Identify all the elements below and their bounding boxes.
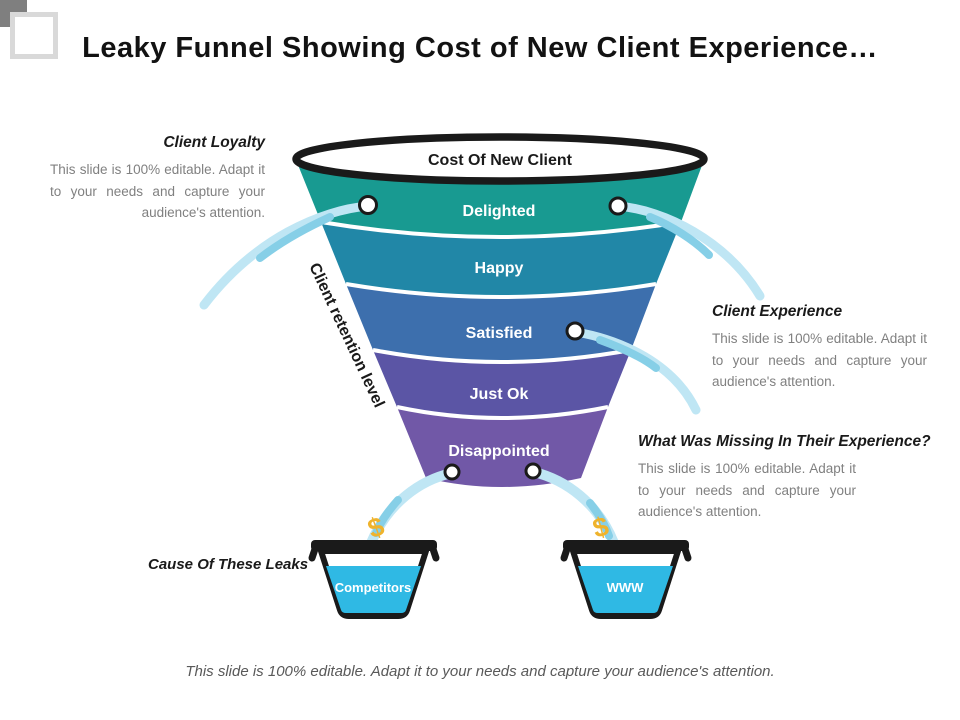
bucket-label-www: WWW bbox=[607, 580, 645, 595]
logo-light-square bbox=[10, 12, 58, 59]
funnel-level-justok bbox=[373, 350, 631, 418]
bucket-www: WWW $ bbox=[560, 511, 692, 619]
bucket-rim-ends bbox=[308, 545, 440, 562]
leak-hole bbox=[608, 196, 628, 216]
leak-hole bbox=[358, 195, 378, 215]
leak-hole bbox=[443, 463, 461, 481]
level-label-happy: Happy bbox=[475, 260, 524, 277]
page-title: Leaky Funnel Showing Cost of New Client … bbox=[82, 32, 878, 65]
dollar-icon: $ bbox=[590, 511, 612, 544]
missing-experience-title: What Was Missing In Their Experience? bbox=[638, 433, 931, 450]
cause-of-leaks-label: Cause Of These Leaks bbox=[148, 556, 309, 573]
bucket-competitors: Competitors $ bbox=[308, 511, 440, 619]
leak-stream bbox=[613, 201, 765, 301]
level-label-justok: Just Ok bbox=[470, 386, 529, 403]
level-label-delighted: Delighted bbox=[463, 203, 536, 220]
level-label-disappointed: Disappointed bbox=[448, 443, 549, 460]
client-loyalty-title: Client Loyalty bbox=[163, 134, 265, 151]
bucket-rim-ends bbox=[560, 545, 692, 562]
footer-note: This slide is 100% editable. Adapt it to… bbox=[185, 663, 775, 680]
bucket-rim bbox=[311, 540, 437, 551]
leak-stream bbox=[372, 496, 402, 537]
band-separators bbox=[320, 220, 682, 420]
client-loyalty-note: Client Loyalty This slide is 100% editab… bbox=[50, 134, 265, 224]
bucket-water bbox=[578, 566, 673, 613]
leak-hole bbox=[565, 321, 585, 341]
funnel-level-happy bbox=[321, 222, 681, 297]
leak-stream bbox=[199, 201, 373, 310]
funnel-level-satisfied bbox=[346, 284, 656, 362]
client-experience-title: Client Experience bbox=[712, 303, 843, 320]
client-loyalty-body: This slide is 100% editable. Adapt it to… bbox=[50, 162, 265, 221]
leak-stream bbox=[646, 213, 713, 259]
leak-hole bbox=[524, 462, 542, 480]
funnel-rim-label: Cost Of New Client bbox=[428, 152, 573, 169]
missing-experience-body: This slide is 100% editable. Adapt it to… bbox=[638, 461, 856, 520]
funnel-body bbox=[296, 160, 704, 487]
level-label-satisfied: Satisfied bbox=[466, 325, 533, 342]
bucket-label-competitors: Competitors bbox=[335, 580, 412, 595]
leak-holes bbox=[358, 195, 628, 481]
funnel-rim bbox=[292, 133, 708, 185]
bucket-rim bbox=[563, 540, 689, 551]
bucket-water bbox=[326, 566, 421, 613]
leak-stream bbox=[586, 499, 613, 540]
client-experience-note: Client Experience This slide is 100% edi… bbox=[712, 303, 927, 393]
missing-experience-note: What Was Missing In Their Experience? Th… bbox=[638, 433, 958, 523]
client-experience-body: This slide is 100% editable. Adapt it to… bbox=[712, 331, 927, 390]
leak-stream bbox=[256, 213, 334, 262]
leak-streams bbox=[199, 201, 765, 548]
leak-stream bbox=[596, 336, 660, 372]
